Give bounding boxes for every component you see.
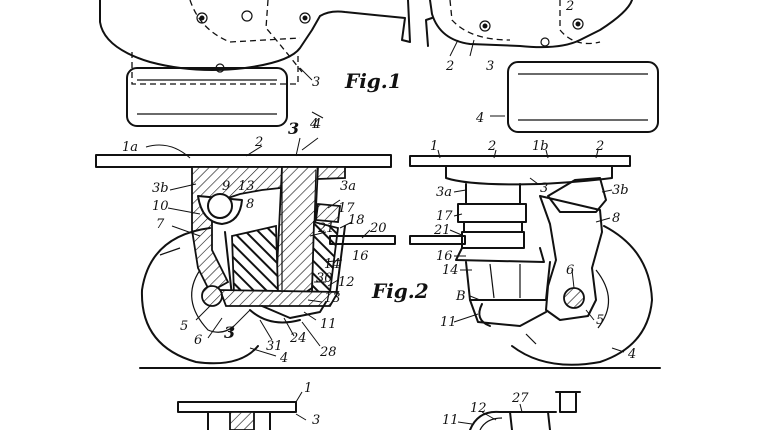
fig2-label-20: 20 <box>369 221 387 236</box>
fig3-label-27: 27 <box>511 391 529 406</box>
fig1-right-wheel <box>507 61 659 133</box>
fig2-right-wheel <box>511 225 653 366</box>
fig2-label-4-top: 4 <box>309 117 318 132</box>
fig3-label-11: 11 <box>442 413 459 428</box>
fig2-right-axle <box>563 287 585 309</box>
fig2r-label-2b: 2 <box>595 139 604 154</box>
fig2-left-plate <box>95 154 392 168</box>
fig2-label-7: 7 <box>156 217 165 232</box>
fig2r-label-1b: 1b <box>532 139 549 154</box>
fig2-right-washer <box>457 203 527 223</box>
fig3-right-post <box>559 391 577 413</box>
fig2-right-arm <box>539 195 603 321</box>
fig2-label-10: 10 <box>152 199 169 214</box>
fig2-caption: Fig.2 <box>371 279 429 303</box>
fig3-left-plate <box>177 401 297 413</box>
fig2r-label-5: 5 <box>596 313 604 328</box>
fig2r-label-1: 1 <box>430 139 438 154</box>
fig2r-label-14: 14 <box>442 263 459 278</box>
fig3-label-1: 1 <box>304 381 312 396</box>
fig1-left-wheel <box>126 67 288 127</box>
fig2-label-13: 13 <box>324 291 341 306</box>
fig2-label-31: 31 <box>266 339 283 354</box>
fig2-label-14: 14 <box>324 257 341 272</box>
fig3-label-3: 3 <box>312 413 320 428</box>
fig1-right-label-2a: 2 <box>445 59 454 74</box>
fig2r-label-3: 3 <box>540 181 548 196</box>
fig1-left-shoe-outline <box>99 0 411 71</box>
fig1-label-4-left: 4 <box>312 117 321 132</box>
fig2r-label-6: 6 <box>566 263 574 278</box>
figure-2-right-elevation <box>409 155 653 366</box>
fig2-right-plate <box>409 155 631 167</box>
fig2r-label-3a: 3a <box>436 185 452 200</box>
fig2-label-3-bottom: 3 <box>224 323 235 342</box>
fig2r-label-4: 4 <box>627 347 636 362</box>
figure-1 <box>99 0 659 133</box>
fig2-right-bracket-arm <box>547 177 607 213</box>
fig2-label-24: 24 <box>289 331 307 346</box>
fig1-label-4-right: 4 <box>475 111 484 126</box>
fig2r-label-B: B <box>455 289 466 304</box>
fig2r-label-2a: 2 <box>487 139 496 154</box>
fig2-label-21: 21 <box>317 221 335 236</box>
fig2-label-16: 16 <box>352 249 369 264</box>
fig3-label-12: 12 <box>470 401 487 416</box>
fig2-left-axle <box>201 285 223 307</box>
fig2-label-11: 11 <box>320 317 337 332</box>
fig2-label-2: 2 <box>254 135 263 150</box>
fig1-right-label-2b: 2 <box>565 0 574 14</box>
fig2-label-1a: 1a <box>122 140 138 155</box>
fig2-label-17: 17 <box>338 201 355 216</box>
fig2-label-30: 30 <box>316 271 333 286</box>
fig1-left-plate-dashed <box>131 52 299 85</box>
figure-3-partial <box>177 391 581 430</box>
fig2-left-wheel <box>140 227 259 365</box>
fig2r-label-21: 21 <box>433 223 451 238</box>
fig2-right-housing <box>465 261 551 301</box>
fig2-label-4-bottom: 4 <box>279 351 288 366</box>
fig2-label-9: 9 <box>222 179 230 194</box>
fig2-label-5: 5 <box>180 319 188 334</box>
fig2-label-12: 12 <box>338 275 355 290</box>
fig2-left-leaders <box>145 137 371 357</box>
fig2-label-8: 8 <box>246 197 254 212</box>
fig2-right-leaders <box>437 149 625 353</box>
fig2r-label-8: 8 <box>612 211 620 226</box>
fig2r-label-17: 17 <box>436 209 453 224</box>
fig2r-label-16: 16 <box>436 249 453 264</box>
fig2-label-18: 18 <box>348 213 365 228</box>
fig2-label-3b: 3b <box>152 181 169 196</box>
fig2r-label-3b: 3b <box>612 183 629 198</box>
fig2-left-rubber-cushion <box>231 224 279 295</box>
fig1-right-label-3: 3 <box>486 59 494 74</box>
fig1-right-shoe-outline <box>429 0 633 49</box>
fig1-label-3: 3 <box>312 75 320 90</box>
fig2-label-3a: 3a <box>340 179 356 194</box>
fig2-label-13-top: 13 <box>238 179 255 194</box>
fig2-label-3-top: 3 <box>288 119 299 138</box>
figure-2-left-section <box>95 154 661 369</box>
fig2r-label-11: 11 <box>440 315 457 330</box>
fig2-label-6: 6 <box>194 333 202 348</box>
fig2-label-28: 28 <box>319 345 337 360</box>
fig1-caption: Fig.1 <box>344 69 402 93</box>
